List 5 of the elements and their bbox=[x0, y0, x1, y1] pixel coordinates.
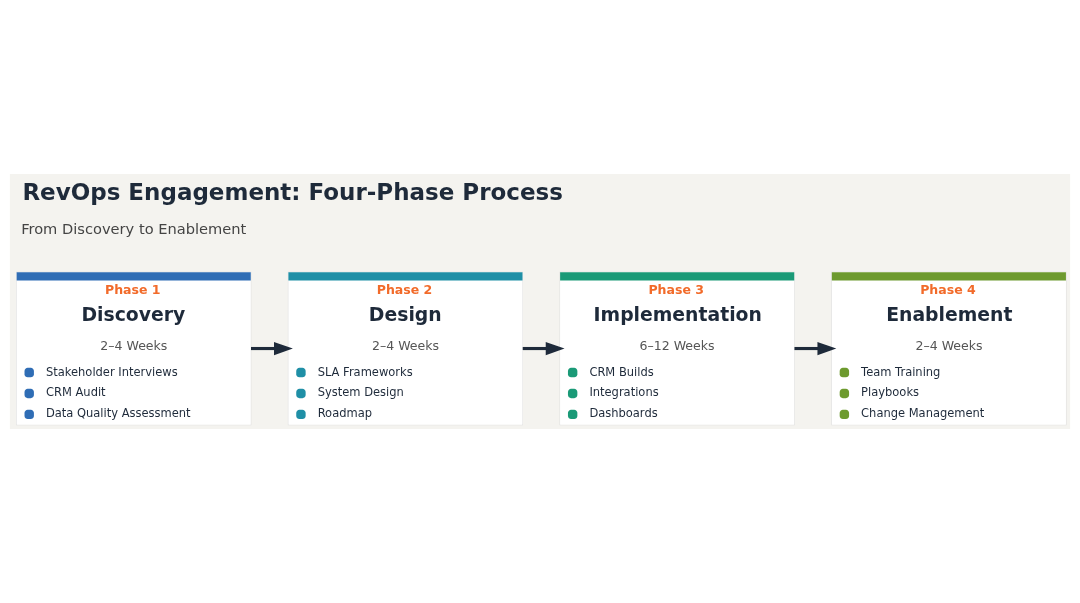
arrow bbox=[522, 341, 565, 356]
arrow bbox=[794, 341, 837, 356]
diagram-title: RevOps Engagement: Four-Phase Process bbox=[22, 178, 563, 205]
arrow bbox=[251, 341, 293, 356]
label: From Discovery to Enablement bbox=[21, 220, 247, 238]
